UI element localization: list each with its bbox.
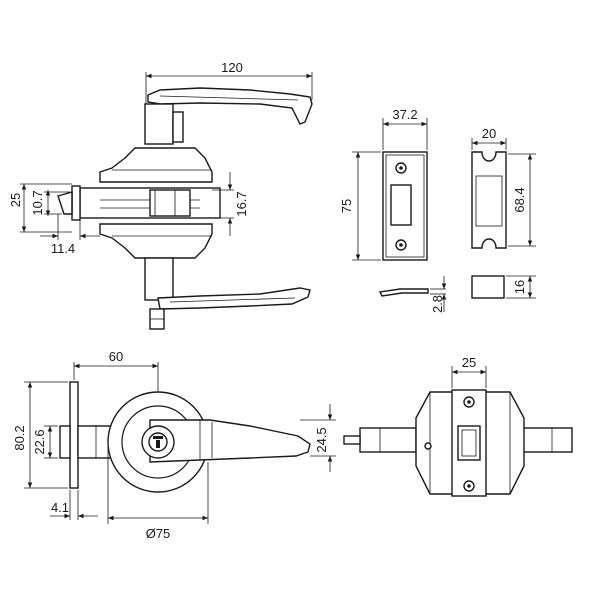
faceplate-side xyxy=(71,185,81,221)
side-view: 120 25 10.7 11.4 16.7 xyxy=(8,60,313,330)
strike-opening xyxy=(390,184,412,226)
strike-lip-profile xyxy=(378,288,429,297)
end-view: 25 xyxy=(343,355,573,497)
latch-bolt xyxy=(57,191,73,215)
dim-front-lever-height: 24.5 xyxy=(314,427,329,452)
dim-front-latch-height: 22.6 xyxy=(32,429,47,454)
dim-keeper-height: 68.4 xyxy=(512,187,527,212)
keeper-view: 20 68.4 16 xyxy=(471,126,536,299)
end-latch xyxy=(457,425,481,461)
dim-top-lever-width: 120 xyxy=(221,60,243,75)
dim-front-faceplate-height: 80.2 xyxy=(12,425,27,450)
dim-keeper-width: 20 xyxy=(482,126,496,141)
keeper-block xyxy=(471,275,505,299)
left-spindle xyxy=(359,427,417,453)
lower-lever xyxy=(157,287,311,310)
upper-neck xyxy=(144,103,174,145)
strike-plate-view: 37.2 75 2.8 xyxy=(339,107,447,313)
dim-side-rose-overall: 25 xyxy=(8,193,23,207)
dim-front-faceplate-thickness: 4.1 xyxy=(51,500,69,515)
lower-rose xyxy=(99,223,213,259)
dim-front-rose-diameter: Ø75 xyxy=(146,526,171,541)
upper-rose xyxy=(99,147,213,183)
dim-side-latch-height: 10.7 xyxy=(30,190,45,215)
front-lever xyxy=(149,419,311,463)
lower-neck xyxy=(144,257,174,301)
latch-housing xyxy=(59,425,71,459)
keeper-body xyxy=(471,151,507,249)
dim-strike-width: 37.2 xyxy=(392,107,417,122)
dim-end-faceplate-width: 25 xyxy=(462,355,476,370)
dim-strike-height: 75 xyxy=(339,199,354,213)
dim-strike-lip: 2.8 xyxy=(430,295,445,313)
dim-front-backset: 60 xyxy=(109,349,123,364)
dim-side-spacer: 16.7 xyxy=(234,191,249,216)
dim-side-latch-offset: 11.4 xyxy=(51,241,75,256)
front-view: 60 80.2 22.6 4.1 Ø75 24.5 xyxy=(12,349,336,541)
dim-keeper-block: 16 xyxy=(512,280,527,294)
faceplate-front xyxy=(69,381,79,489)
